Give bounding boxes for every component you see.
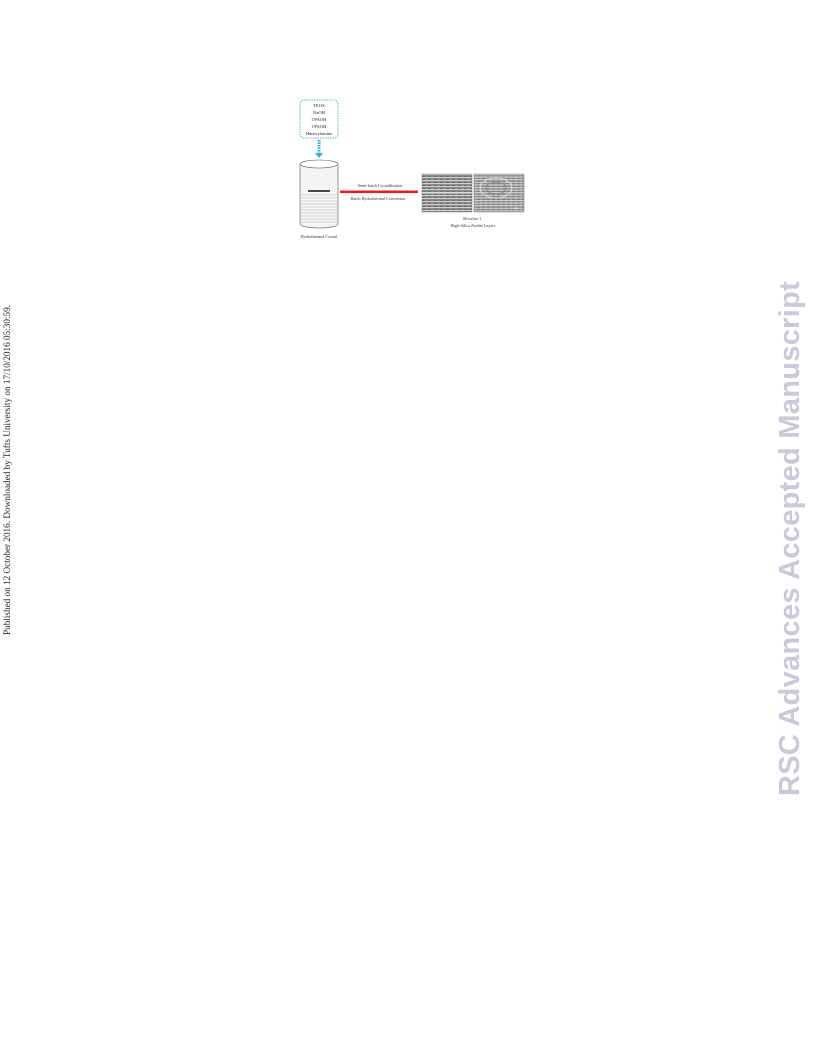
reactor-vessel-icon — [299, 159, 339, 229]
precursor-line-5: Hdroxylamine — [306, 131, 333, 136]
precursor-line-3: TPAOH — [312, 117, 328, 122]
accepted-manuscript-watermark: RSC Advances Accepted Manuscript — [774, 280, 806, 796]
feed-arrow-icon — [315, 140, 323, 158]
result-label-line-1: Silicalite-1 — [463, 216, 481, 221]
precursor-box: TEOS NaOH TPAOH TPAOH Hdroxylamine — [299, 99, 339, 139]
scale-bar-label: 1μm — [513, 206, 519, 210]
reactor-label: Hydrothermal Crystal — [301, 234, 338, 239]
arrow-bottom-label: Batch Hydrothermal Conversion — [351, 196, 407, 201]
precursor-line-2: NaOH — [313, 110, 326, 115]
publication-notice: Published on 12 October 2016. Downloaded… — [2, 305, 12, 635]
result-label-line-2: High-Silica Zeolite Layers — [451, 223, 496, 228]
process-arrow-icon — [340, 190, 418, 194]
sem-micrograph-left — [421, 173, 473, 213]
arrow-top-label: Semi-batch Crystallisation — [358, 183, 403, 188]
precursor-line-1: TEOS — [313, 103, 325, 108]
precursor-line-4: TPAOH — [312, 124, 328, 129]
graphical-abstract: TEOS NaOH TPAOH TPAOH Hdroxylamine — [290, 96, 530, 244]
sem-micrograph-right: 1μm — [473, 173, 525, 213]
